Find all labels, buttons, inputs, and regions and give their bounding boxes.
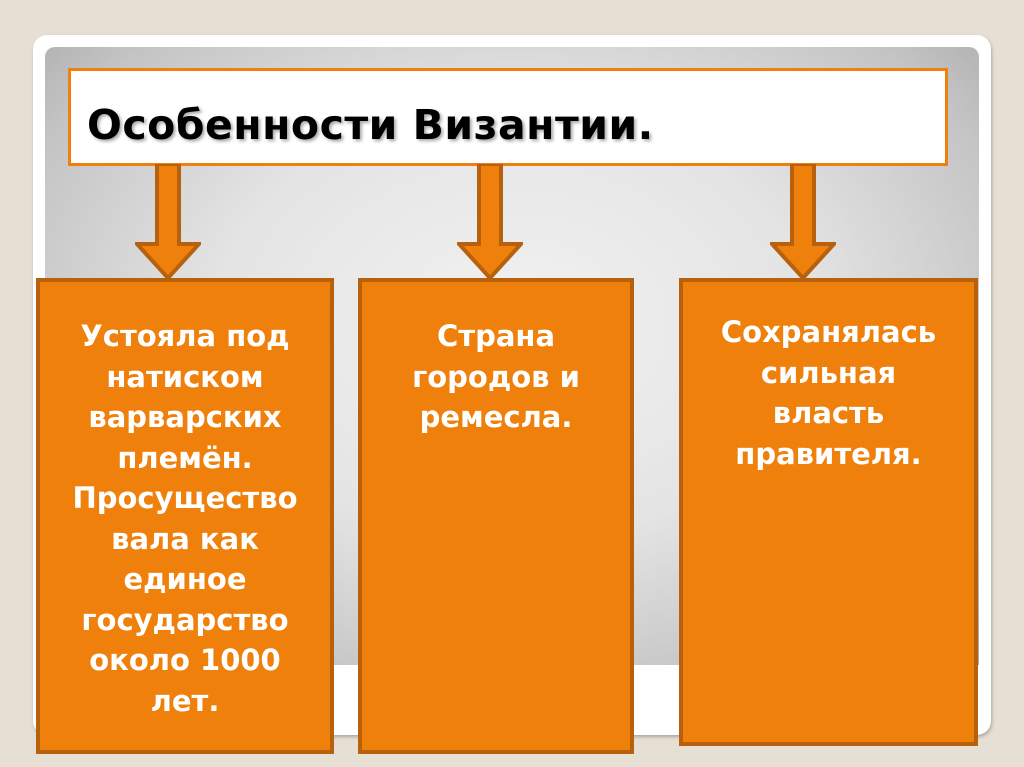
- feature-text: Устояла под натиском варварских племён. …: [72, 319, 298, 718]
- slide-title: Особенности Византии.: [87, 101, 654, 149]
- arrow-down-icon: [135, 164, 201, 280]
- feature-box-cities-crafts: Страна городов и ремесла.: [358, 278, 634, 754]
- arrow-down-icon: [770, 164, 836, 280]
- arrow-down-icon: [457, 164, 523, 280]
- feature-text: Сохранялась сильная власть правителя.: [720, 315, 937, 471]
- feature-box-survived: Устояла под натиском варварских племён. …: [36, 278, 334, 754]
- feature-box-strong-power: Сохранялась сильная власть правителя.: [679, 278, 978, 746]
- title-box: Особенности Византии.: [68, 68, 948, 166]
- feature-text: Страна городов и ремесла.: [412, 319, 580, 434]
